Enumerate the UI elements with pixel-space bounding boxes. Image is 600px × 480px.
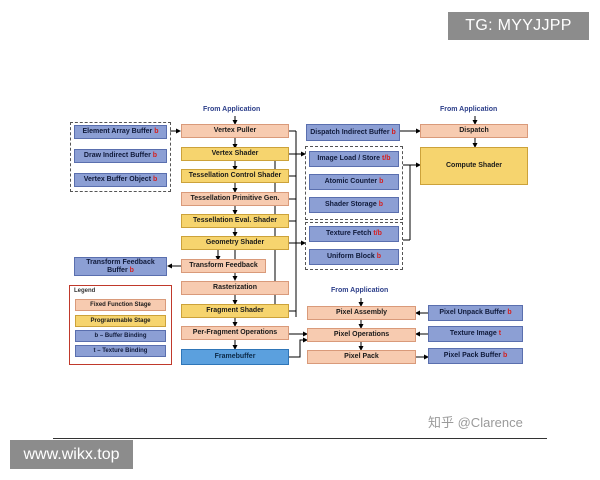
legend-programmable: Programmable Stage	[75, 315, 166, 327]
header-from-application-left: From Application	[203, 106, 261, 113]
bottom-rule	[53, 438, 547, 439]
transform-feedback[interactable]: Transform Feedback	[181, 259, 266, 273]
vertex-puller[interactable]: Vertex Puller	[181, 124, 289, 138]
legend-texture-binding: t – Texture Binding	[75, 345, 166, 357]
framebuffer[interactable]: Framebuffer	[181, 349, 289, 365]
pixel-pack-buffer[interactable]: Pixel Pack Buffer b	[428, 348, 523, 364]
vertex-shader[interactable]: Vertex Shader	[181, 147, 289, 161]
pixel-unpack-buffer[interactable]: Pixel Unpack Buffer b	[428, 305, 523, 321]
dispatch-indirect-buffer[interactable]: Dispatch Indirect Buffer b	[306, 124, 400, 141]
image-load-store[interactable]: Image Load / Store t/b	[309, 151, 399, 167]
atomic-counter[interactable]: Atomic Counter b	[309, 174, 399, 190]
pixel-assembly[interactable]: Pixel Assembly	[307, 306, 416, 320]
draw-indirect-buffer[interactable]: Draw Indirect Buffer b	[74, 149, 167, 163]
texture-fetch[interactable]: Texture Fetch t/b	[309, 226, 399, 242]
rasterization[interactable]: Rasterization	[181, 281, 289, 295]
tessellation-primitive-gen[interactable]: Tessellation Primitive Gen.	[181, 192, 289, 206]
element-array-buffer[interactable]: Element Array Buffer b	[74, 125, 167, 139]
legend-fixed-function: Fixed Function Stage	[75, 299, 166, 311]
vertex-buffer-object[interactable]: Vertex Buffer Object b	[74, 173, 167, 187]
transform-feedback-buffer[interactable]: Transform Feedback Buffer b	[74, 257, 167, 276]
tessellation-control-shader[interactable]: Tessellation Control Shader	[181, 169, 289, 183]
credit-watermark: 知乎 @Clarence	[428, 415, 523, 430]
image-atomic-storage-group	[305, 146, 403, 220]
watermark-top: TG: MYYJJPP	[448, 12, 589, 40]
legend-box	[69, 285, 172, 365]
input-buffers-group	[70, 122, 171, 192]
shader-storage[interactable]: Shader Storage b	[309, 197, 399, 213]
dispatch[interactable]: Dispatch	[420, 124, 528, 138]
texture-uniform-group	[305, 222, 403, 270]
uniform-block[interactable]: Uniform Block b	[309, 249, 399, 265]
per-fragment-operations[interactable]: Per-Fragment Operations	[181, 326, 289, 340]
header-from-application-right: From Application	[440, 106, 498, 113]
fragment-shader[interactable]: Fragment Shader	[181, 304, 289, 318]
legend-title: Legend	[74, 288, 96, 294]
pixel-operations[interactable]: Pixel Operations	[307, 328, 416, 342]
watermark-bottom: www.wikx.top	[10, 440, 133, 469]
legend-buffer-binding: b – Buffer Binding	[75, 330, 166, 342]
geometry-shader[interactable]: Geometry Shader	[181, 236, 289, 250]
tessellation-eval-shader[interactable]: Tessellation Eval. Shader	[181, 214, 289, 228]
pixel-pack[interactable]: Pixel Pack	[307, 350, 416, 364]
compute-shader[interactable]: Compute Shader	[420, 147, 528, 185]
texture-image[interactable]: Texture Image t	[428, 326, 523, 342]
header-from-application-pixel: From Application	[331, 287, 389, 294]
